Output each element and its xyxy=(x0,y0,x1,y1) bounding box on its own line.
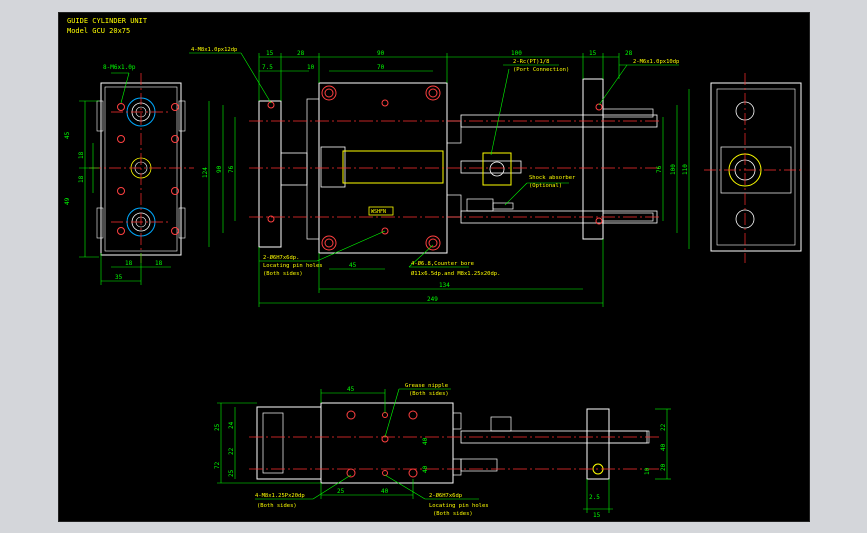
top-left-dim-90: 90 xyxy=(216,165,223,173)
note-rod-tap: 2-M6x1.0px10dp xyxy=(633,59,679,65)
top-bottom-dim-45: 45 xyxy=(349,262,357,269)
right-end-view xyxy=(704,73,804,263)
left-bottom-dim-1: 18 xyxy=(155,260,163,267)
top-left-dim-124: 124 xyxy=(202,167,209,178)
top-dim-15b: 15 xyxy=(589,50,597,57)
note-locating-sub2: (Both sides) xyxy=(263,271,303,277)
top-dim-28b: 28 xyxy=(625,50,633,57)
top-dim-15a: 15 xyxy=(266,50,274,57)
top-dim-7-5: 7.5 xyxy=(262,64,273,71)
note-bottom-locating-sub2: (Both sides) xyxy=(433,511,473,517)
bottom-right-dim-small: 10 xyxy=(644,467,651,475)
note-port: 2-Rc(PT)1/8 xyxy=(513,59,549,65)
note-counterbore-sub: Ø11x6.5dp.and M8x1.25x20dp. xyxy=(411,270,500,277)
left-bottom-dim-2: 35 xyxy=(115,274,123,281)
bottom-right-dim-1: 40 xyxy=(660,443,667,451)
note-bottom-locating-sub1: Locating pin holes xyxy=(429,503,489,509)
note-grease-sub: (Both sides) xyxy=(409,391,449,397)
bottom-left-dim-2: 72 xyxy=(214,461,221,469)
note-grease: Grease nipple xyxy=(405,383,448,389)
note-port-sub: (Port Connection) xyxy=(513,67,569,73)
bottom-inner-dim-1: 40 xyxy=(422,465,429,473)
note-shock-sub: (Optional) xyxy=(529,183,562,189)
note-shock: Shock absorber xyxy=(529,175,576,181)
note-counterbore: 4-Ø6.8,Counter bore xyxy=(411,260,474,267)
cad-drawing: GUIDE CYLINDER UNIT Model GCU 20x75 xyxy=(64,17,804,519)
left-dim-0: 45 xyxy=(64,131,71,139)
left-dim-2: 18 xyxy=(78,175,85,183)
note-mount-tap: 4-M8x1.0px12dp xyxy=(191,47,237,53)
left-dim-1: 18 xyxy=(78,151,85,159)
brand-plate: WSHFN xyxy=(371,209,386,215)
bottom-left-dim-3: 22 xyxy=(228,447,235,455)
top-dim-70: 70 xyxy=(377,64,385,71)
bottom-right-dim-0: 22 xyxy=(660,423,667,431)
top-dim-28a: 28 xyxy=(297,50,305,57)
top-view: WSHFN xyxy=(189,47,690,307)
bottom-view: 45 25 24 72 22 25 22 40 20 10 40 40 25 4… xyxy=(214,383,671,519)
top-dim-100: 100 xyxy=(511,50,522,57)
left-dim-3: 49 xyxy=(64,197,71,205)
bottom-dim-2-5: 2.5 xyxy=(589,494,600,501)
bottom-left-dim-1: 24 xyxy=(228,421,235,429)
note-bottom-tap-sub: (Both sides) xyxy=(257,503,297,509)
top-right-dim-110: 110 xyxy=(682,164,689,175)
note-locating-sub1: Locating pin holes xyxy=(263,263,323,269)
bottom-right-dim-2: 20 xyxy=(660,463,667,471)
left-bottom-dim-0: 18 xyxy=(125,260,133,267)
bottom-dim-45: 45 xyxy=(347,386,355,393)
bottom-dim-15: 15 xyxy=(593,512,601,519)
note-bottom-locating: 2-Ø6H7x6dp xyxy=(429,492,462,499)
bottom-dim-40: 40 xyxy=(381,488,389,495)
note-bottom-tap: 4-M8x1.25Px20dp xyxy=(255,493,305,499)
top-left-dim-76: 76 xyxy=(228,165,235,173)
top-right-dim-76: 76 xyxy=(656,165,663,173)
top-dim-10: 10 xyxy=(307,64,315,71)
left-view-note: 8-M6x1.0p xyxy=(103,64,136,71)
drawing-model: Model GCU 20x75 xyxy=(67,27,130,35)
bottom-inner-dim-0: 40 xyxy=(422,437,429,445)
cad-drawing-canvas[interactable]: GUIDE CYLINDER UNIT Model GCU 20x75 xyxy=(58,12,810,522)
bottom-dim-25: 25 xyxy=(337,488,345,495)
top-right-dim-100: 100 xyxy=(670,164,677,175)
drawing-title: GUIDE CYLINDER UNIT xyxy=(67,17,148,25)
bottom-left-dim-0: 25 xyxy=(214,423,221,431)
top-bottom-dim-249: 249 xyxy=(427,296,438,303)
note-locating: 2-Ø6H7x6dp. xyxy=(263,254,299,261)
top-bottom-dim-134: 134 xyxy=(439,282,450,289)
top-dim-90: 90 xyxy=(377,50,385,57)
left-end-view: 8-M6x1.0p 45 18 18 49 18 18 35 xyxy=(64,64,194,285)
bottom-left-dim-4: 25 xyxy=(228,469,235,477)
